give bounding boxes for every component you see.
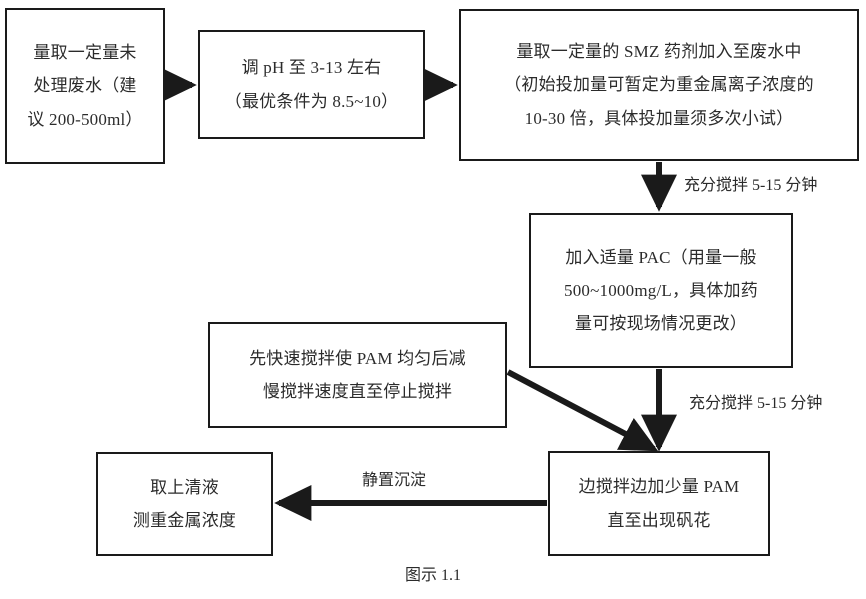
node-text-line: 先快速搅拌使 PAM 均匀后减 [249, 348, 466, 368]
node-add-pam-while-stirring[interactable]: 边搅拌边加少量 PAM 直至出现矾花 [548, 451, 770, 556]
node-text-line: 量可按现场情况更改） [575, 314, 747, 334]
node-take-supernatant-measure[interactable]: 取上清液 测重金属浓度 [96, 452, 273, 556]
node-text-line: 取上清液 [150, 477, 219, 497]
node-text-line: 边搅拌边加少量 PAM [578, 477, 740, 497]
node-text-line: 测重金属浓度 [132, 511, 237, 530]
node-text-line: 量取一定量未 [33, 43, 137, 63]
node-add-pac[interactable]: 加入适量 PAC（用量一般 500~1000mg/L，具体加药 量可按现场情况更… [529, 213, 793, 368]
node-text-line: 量取一定量的 SMZ 药剂加入至废水中 [516, 42, 802, 62]
edge-label-stir-upper: 充分搅拌 5-15 分钟 [684, 177, 818, 194]
node-text-line: 加入适量 PAC（用量一般 [565, 247, 757, 267]
node-text-line: 处理废水（建 [33, 76, 137, 96]
node-text-line: 直至出现矾花 [607, 510, 711, 530]
node-adjust-ph[interactable]: 调 pH 至 3-13 左右 （最优条件为 8.5~10） [198, 30, 425, 139]
node-text-line: （最优条件为 8.5~10） [224, 91, 399, 111]
edge-label-settle: 静置沉淀 [362, 472, 427, 489]
node-pam-stirring-instruction[interactable]: 先快速搅拌使 PAM 均匀后减 慢搅拌速度直至停止搅拌 [208, 322, 507, 428]
node-text-line: 调 pH 至 3-13 左右 [241, 58, 382, 78]
node-text-line: 10-30 倍，具体投加量须多次小试） [524, 108, 794, 128]
node-text-line: 500~1000mg/L，具体加药 [564, 280, 758, 300]
node-text-line: 慢搅拌速度直至停止搅拌 [262, 382, 453, 401]
edge-label-stir-lower: 充分搅拌 5-15 分钟 [689, 395, 823, 412]
node-text-line: 议 200-500ml） [27, 109, 143, 129]
figure-caption: 图示 1.1 [404, 567, 461, 584]
node-text-line: （初始投加量可暂定为重金属离子浓度的 [504, 75, 814, 95]
node-measure-untreated-wastewater[interactable]: 量取一定量未 处理废水（建 议 200-500ml） [5, 8, 165, 164]
node-add-smz-agent[interactable]: 量取一定量的 SMZ 药剂加入至废水中 （初始投加量可暂定为重金属离子浓度的 1… [459, 9, 859, 161]
arrow-n5-to-n6 [506, 369, 659, 452]
